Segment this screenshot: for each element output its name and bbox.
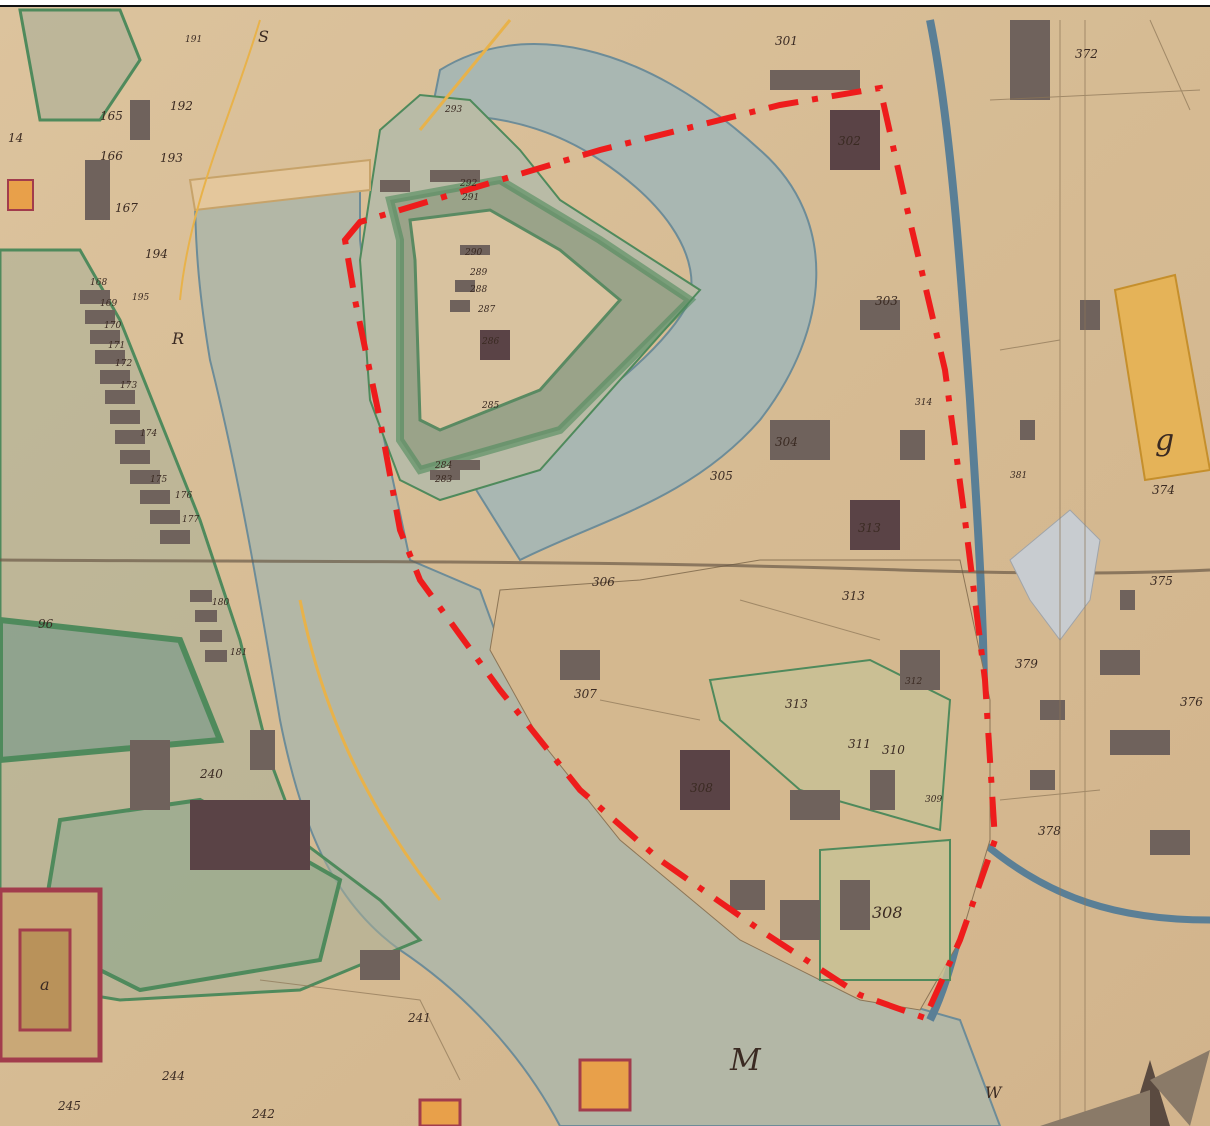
label-194: 194: [145, 247, 168, 261]
label-381: 381: [1010, 471, 1027, 481]
label-letter-r: R: [171, 329, 184, 348]
top-left-rampart: [18, 8, 142, 122]
label-313b: 313: [842, 589, 865, 603]
label-174: 174: [140, 429, 157, 439]
label-310: 310: [882, 743, 905, 757]
label-309: 309: [925, 795, 942, 805]
label-169: 169: [100, 299, 117, 309]
label-14: 14: [8, 131, 23, 145]
moat-water: [428, 43, 818, 562]
map-labels: 191 192 193 194 195 165 166 167 168 169 …: [8, 27, 1203, 1121]
label-293: 293: [444, 105, 462, 115]
parcel-lines: [259, 19, 1201, 1126]
label-letter-w: W: [985, 1083, 1003, 1102]
label-242: 242: [251, 1107, 275, 1121]
label-241: 241: [407, 1011, 431, 1025]
label-245: 245: [57, 1099, 81, 1113]
bastion-inner: [408, 208, 623, 432]
buildings: [85, 20, 1190, 980]
label-176: 176: [175, 491, 192, 501]
label-195: 195: [132, 293, 149, 303]
road-line-2: [298, 599, 442, 901]
label-177: 177: [182, 515, 199, 525]
torn-patch: [1009, 509, 1101, 641]
label-303: 303: [875, 294, 898, 308]
bastion-buildings: [380, 170, 510, 480]
label-312: 312: [905, 677, 922, 687]
label-374: 374: [1152, 483, 1175, 497]
label-165: 165: [100, 109, 123, 123]
label-286: 286: [481, 337, 499, 347]
label-181: 181: [230, 648, 247, 658]
label-167: 167: [115, 201, 138, 215]
label-173: 173: [120, 381, 137, 391]
label-letter-m: M: [729, 1043, 762, 1078]
orange-block-1: [578, 1058, 632, 1112]
label-302: 302: [838, 134, 861, 148]
label-letter-a: a: [40, 975, 50, 994]
label-letter-g: g: [1155, 423, 1174, 458]
label-244: 244: [161, 1069, 185, 1083]
label-287: 287: [477, 305, 495, 315]
label-172: 172: [115, 359, 132, 369]
compass-rose-icon: [1040, 1050, 1210, 1126]
label-376: 376: [1180, 695, 1203, 709]
river-east-south: [977, 837, 1210, 924]
label-166: 166: [100, 149, 123, 163]
label-301: 301: [775, 34, 798, 48]
label-283: 283: [434, 475, 452, 485]
label-284: 284: [434, 461, 452, 471]
label-290: 290: [464, 248, 482, 258]
label-240: 240: [199, 767, 223, 781]
label-168: 168: [90, 278, 107, 288]
ochre-plot-g: [1113, 273, 1210, 482]
label-379: 379: [1015, 657, 1038, 671]
label-304: 304: [775, 435, 798, 449]
fortress-block-a-inner: [18, 928, 72, 1032]
label-308b: 308: [872, 903, 903, 922]
label-289: 289: [469, 268, 487, 278]
label-375: 375: [1150, 574, 1173, 588]
label-306: 306: [592, 575, 615, 589]
bridge-upper: [188, 158, 371, 212]
label-171: 171: [108, 341, 125, 351]
label-180: 180: [212, 598, 229, 608]
label-letter-s: S: [258, 27, 269, 46]
label-308: 308: [690, 781, 713, 795]
label-292: 292: [459, 179, 477, 189]
label-170: 170: [104, 321, 121, 331]
road-line-3: [179, 19, 261, 301]
label-314: 314: [915, 398, 932, 408]
left-row-buildings: [80, 290, 227, 662]
label-305: 305: [710, 469, 733, 483]
label-191: 191: [185, 35, 202, 45]
left-bastion-green: [0, 616, 225, 764]
orange-block-3: [7, 179, 34, 211]
label-96: 96: [38, 617, 54, 631]
river-water-left: [193, 189, 1002, 1126]
label-193: 193: [160, 151, 183, 165]
label-285: 285: [481, 401, 499, 411]
label-307: 307: [574, 687, 597, 701]
label-372: 372: [1075, 47, 1098, 61]
label-313a: 313: [858, 521, 881, 535]
road-line-1: [418, 19, 512, 131]
label-311: 311: [848, 737, 871, 751]
label-313c: 313: [785, 697, 808, 711]
orange-block-2: [418, 1098, 462, 1126]
label-175: 175: [150, 475, 167, 485]
top-border: [0, 0, 1210, 6]
label-291: 291: [461, 193, 479, 203]
highlighted-area-boundary: [341, 84, 999, 1022]
label-288: 288: [469, 285, 487, 295]
label-192: 192: [170, 99, 193, 113]
label-378: 378: [1038, 824, 1061, 838]
